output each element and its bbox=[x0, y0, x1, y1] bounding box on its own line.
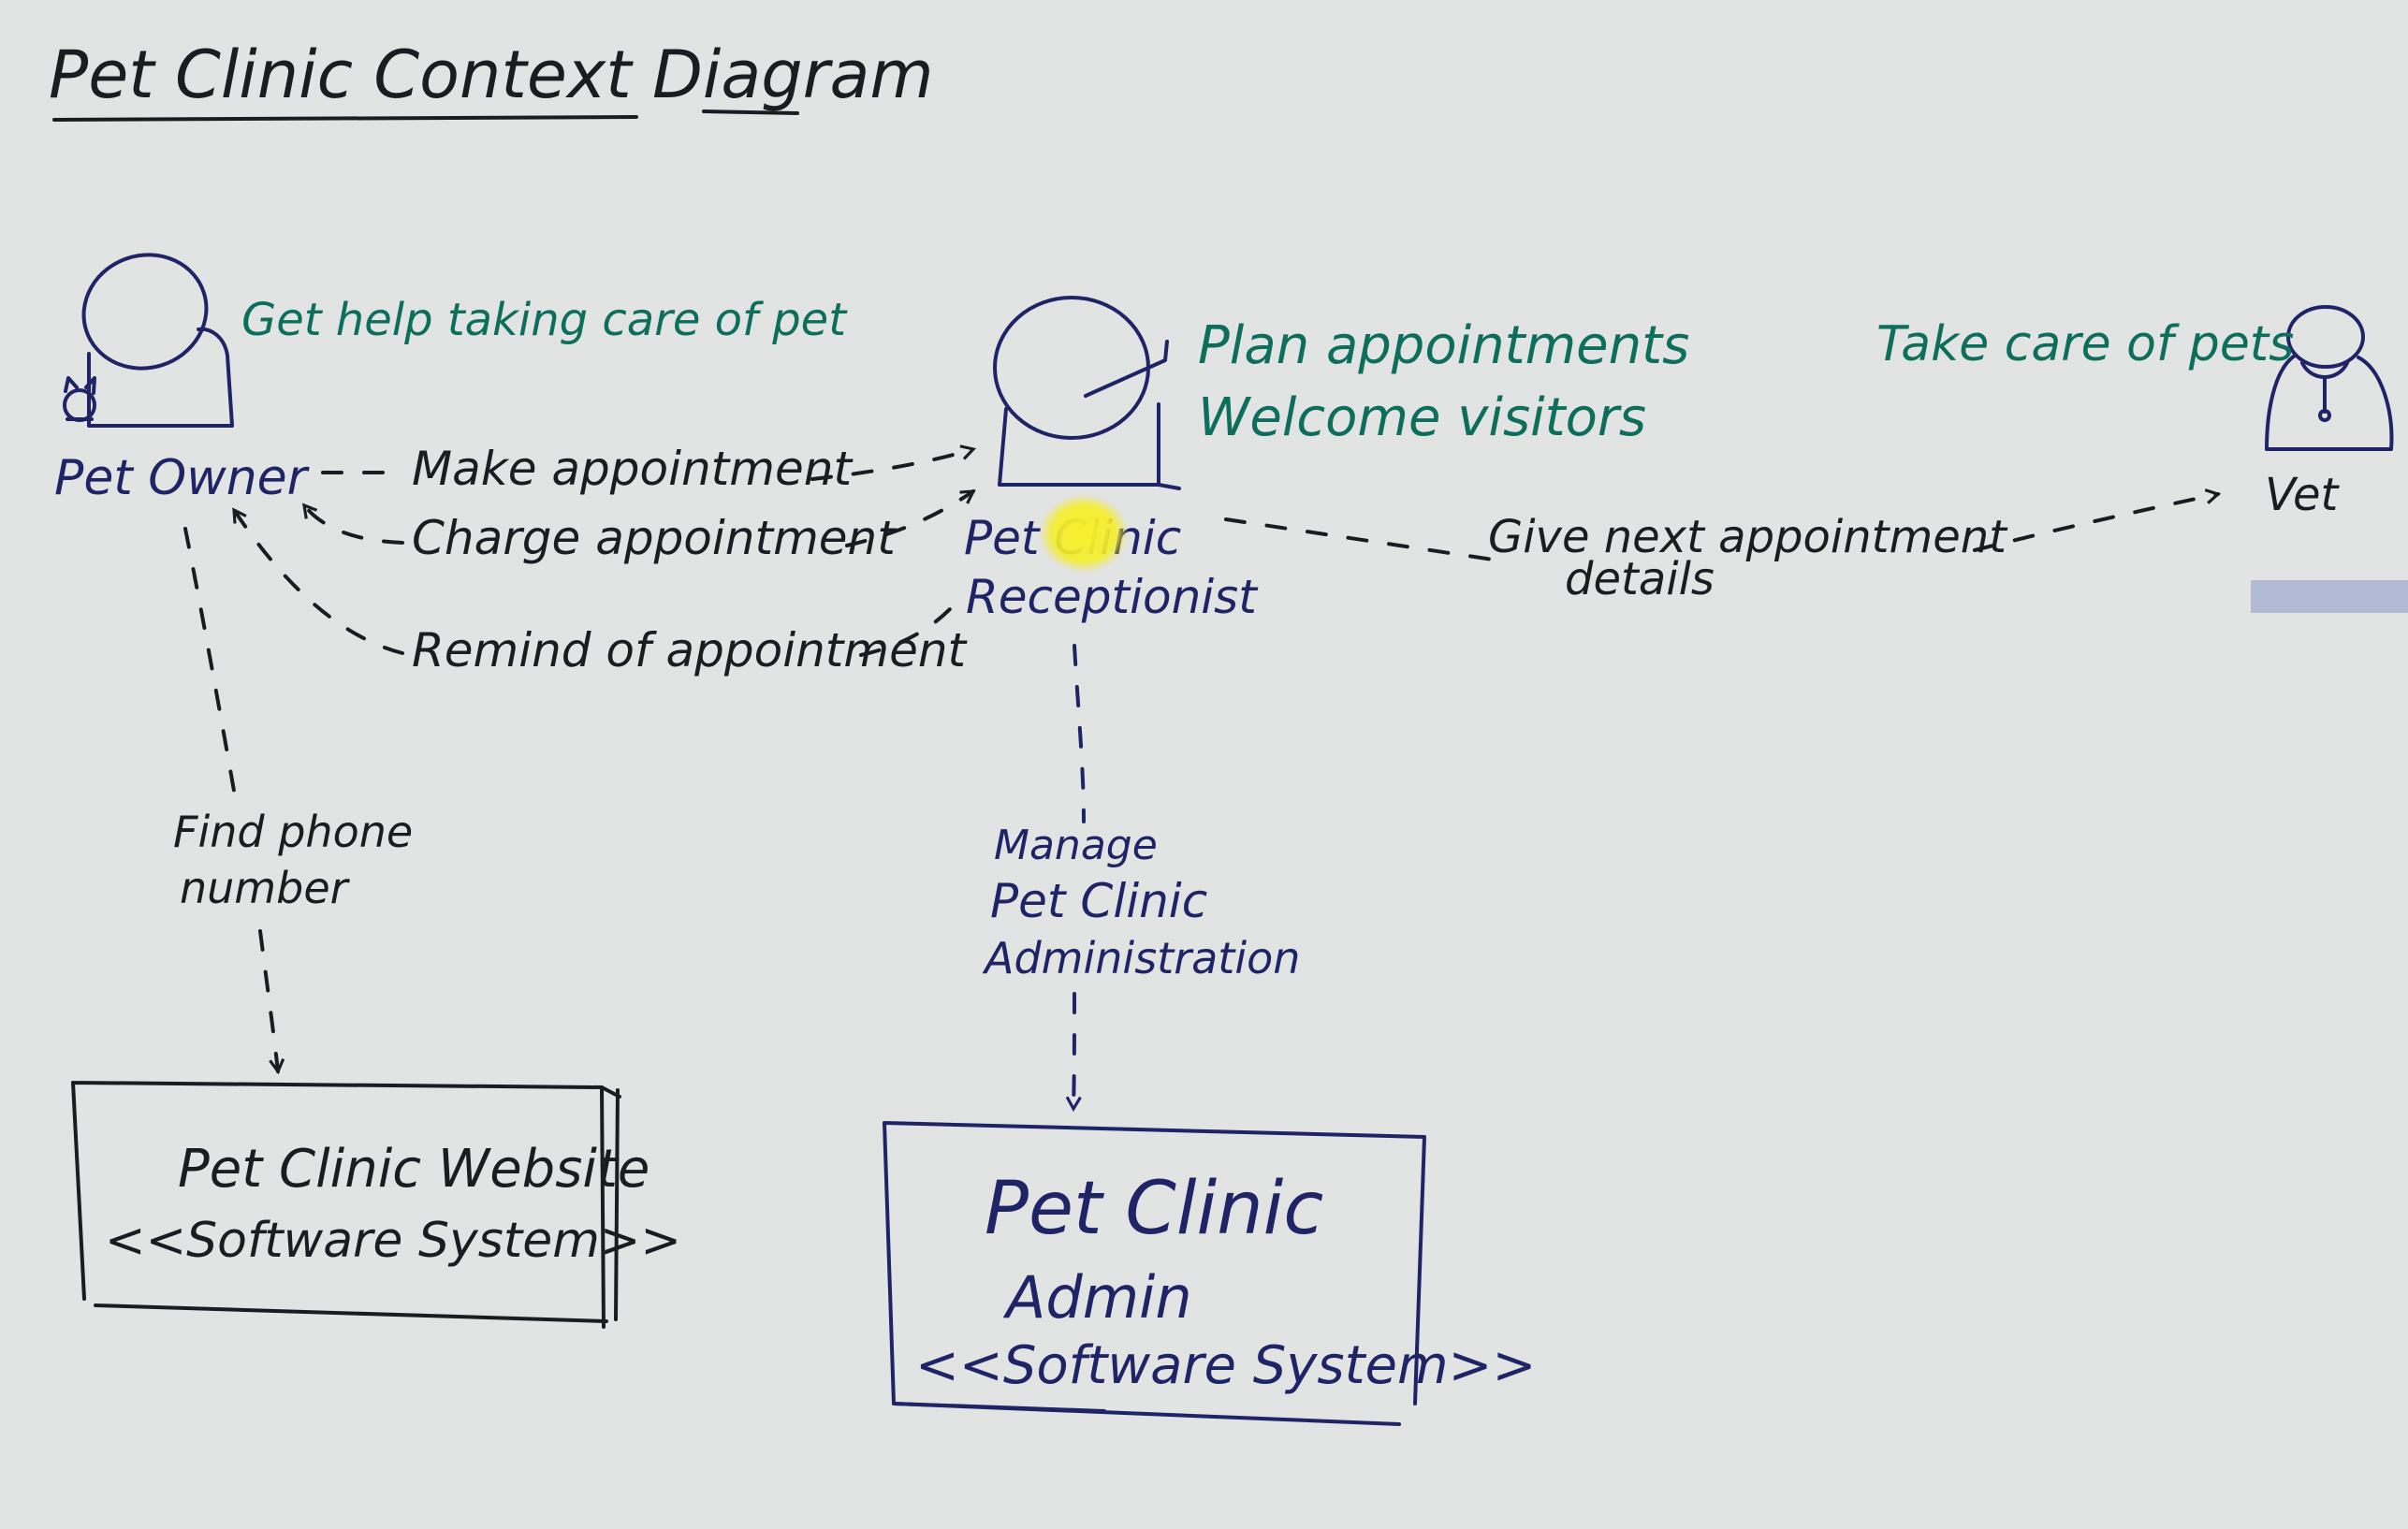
label-remind: Remind of appointment bbox=[412, 623, 969, 677]
diagram-title: Pet Clinic Context Diagram bbox=[49, 36, 934, 113]
edge-give-next-right bbox=[1973, 488, 2222, 552]
vet-goal: Take care of pets bbox=[1876, 316, 2294, 372]
label-change-appointment: Charge appointment bbox=[412, 511, 898, 565]
pet-owner-goal: Get help taking care of pet bbox=[241, 294, 848, 346]
label-find-phone-2: number bbox=[180, 863, 351, 913]
label-manage-3: Administration bbox=[982, 933, 1300, 983]
edge-give-next-left bbox=[1224, 517, 1495, 561]
edge-manage-top bbox=[1073, 644, 1086, 823]
label-manage-1: Manage bbox=[994, 822, 1158, 869]
admin-name-2: Admin bbox=[1002, 1263, 1192, 1332]
edge-find-phone-top bbox=[183, 527, 236, 793]
admin-stereotype: <<Software System>> bbox=[915, 1335, 1536, 1396]
label-give-next-2: details bbox=[1565, 553, 1715, 605]
label-manage-2: Pet Clinic bbox=[990, 874, 1207, 928]
label-find-phone-1: Find phone bbox=[173, 807, 413, 857]
receptionist-name-2: Receptionist bbox=[966, 570, 1259, 624]
title-underline bbox=[52, 115, 638, 122]
system-website-box bbox=[71, 1081, 621, 1329]
edge-remind-right bbox=[859, 597, 961, 657]
highlight-spot bbox=[1039, 494, 1129, 573]
vet-name: Vet bbox=[2265, 469, 2341, 521]
label-give-next-1: Give next appointment bbox=[1488, 511, 2008, 563]
person-with-stethoscope-icon bbox=[2265, 305, 2394, 451]
edge-change-appointment-left bbox=[302, 502, 404, 545]
receptionist-goal-1: Plan appointments bbox=[1198, 315, 1689, 376]
edge-make-appointment-2 bbox=[810, 444, 977, 481]
label-make-appointment: Make appointment bbox=[412, 442, 854, 496]
edge-manage-bottom bbox=[1065, 992, 1082, 1113]
pet-owner-name: Pet Owner bbox=[54, 450, 311, 506]
admin-name-1: Pet Clinic bbox=[985, 1167, 1323, 1251]
website-stereotype: <<Software System>> bbox=[105, 1213, 681, 1269]
edge-remind bbox=[232, 507, 404, 655]
receptionist-goal-2: Welcome visitors bbox=[1198, 387, 1646, 448]
website-name: Pet Clinic Website bbox=[178, 1139, 649, 1200]
person-with-headset-icon bbox=[993, 296, 1181, 490]
person-with-pet-icon bbox=[63, 253, 234, 428]
edge-find-phone-bottom bbox=[258, 929, 285, 1075]
photo-edge-artifact bbox=[2251, 580, 2408, 613]
edge-change-appointment-right bbox=[845, 489, 976, 547]
title-underline-tail bbox=[702, 109, 799, 115]
system-admin-box bbox=[883, 1121, 1426, 1426]
